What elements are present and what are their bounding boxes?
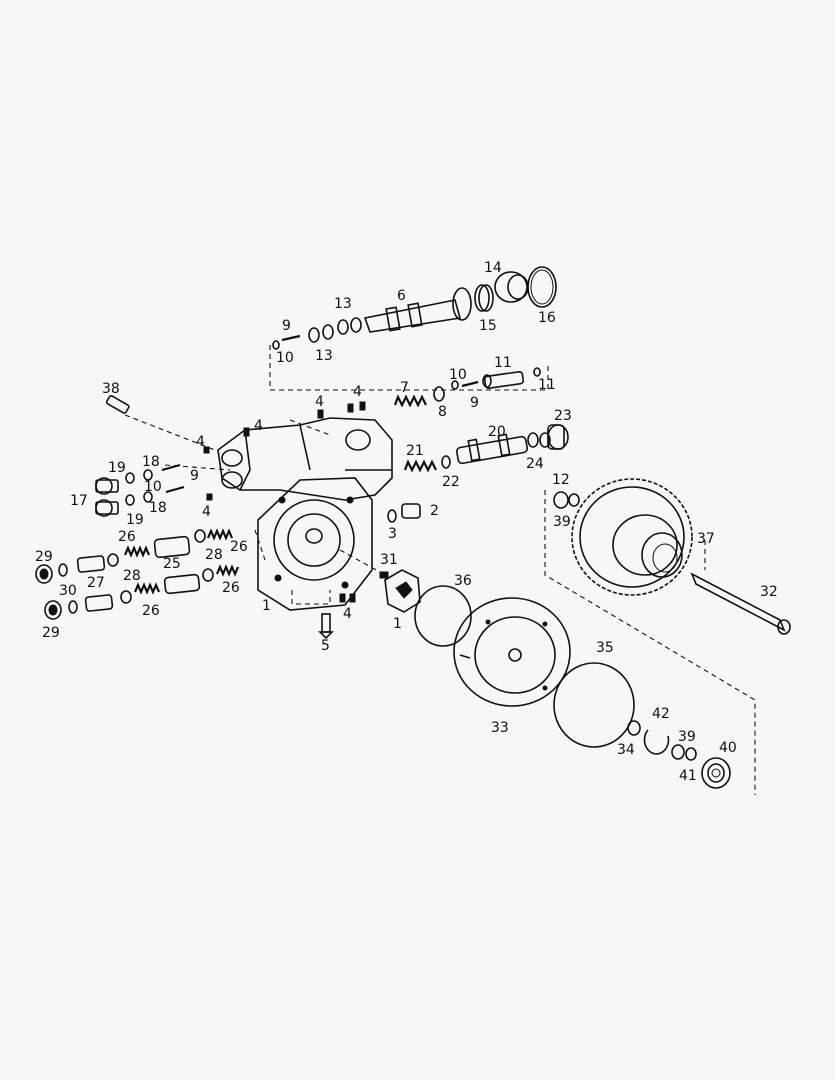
callout-14: 14 — [484, 260, 502, 276]
seal-36 — [414, 585, 472, 647]
cover-plate — [453, 597, 571, 707]
bearing — [701, 757, 731, 789]
callout-21: 21 — [406, 443, 424, 459]
callout-24: 24 — [526, 456, 544, 472]
callout-39-a: 39 — [553, 514, 571, 530]
callout-11-a: 11 — [494, 355, 512, 371]
callout-19-a: 19 — [108, 460, 126, 476]
callout-13-b: 13 — [315, 348, 333, 364]
callout-18-a: 18 — [142, 454, 160, 470]
callout-18-b: 18 — [149, 500, 167, 516]
callout-4-d: 4 — [196, 434, 205, 450]
callout-33: 33 — [491, 720, 509, 736]
springs — [123, 334, 479, 595]
callout-37: 37 — [697, 531, 715, 547]
fasteners — [203, 401, 389, 603]
callout-4-b: 4 — [353, 384, 362, 400]
callout-11-b: 11 — [538, 377, 556, 393]
callout-16: 16 — [538, 310, 556, 326]
callout-9-b: 9 — [470, 395, 479, 411]
pump-rotor — [384, 569, 421, 613]
callout-9-c: 9 — [190, 468, 199, 484]
callout-26-a: 26 — [118, 529, 136, 545]
flange-plate — [257, 477, 373, 611]
callout-1-rotor: 1 — [393, 616, 402, 632]
callout-10-a: 10 — [276, 350, 294, 366]
callout-20: 20 — [488, 424, 506, 440]
callout-30: 30 — [59, 583, 77, 599]
callout-41: 41 — [679, 768, 697, 784]
callout-3: 3 — [388, 526, 397, 542]
pump-housing — [217, 417, 393, 501]
callout-29-b: 29 — [42, 625, 60, 641]
callout-4-c: 4 — [254, 418, 263, 434]
callout-23: 23 — [554, 408, 572, 424]
callout-1: 1 — [262, 598, 271, 614]
callout-6: 6 — [397, 288, 406, 304]
callout-17: 17 — [70, 493, 88, 509]
callout-42: 42 — [652, 706, 670, 722]
callout-4-f: 4 — [343, 606, 352, 622]
callout-4-e: 4 — [202, 504, 211, 520]
callout-31: 31 — [380, 552, 398, 568]
o-rings — [58, 284, 697, 761]
callout-19-b: 19 — [126, 512, 144, 528]
callout-9-a: 9 — [282, 318, 291, 334]
callout-40: 40 — [719, 740, 737, 756]
callout-36: 36 — [454, 573, 472, 589]
callout-38: 38 — [102, 381, 120, 397]
callout-10-b: 10 — [449, 367, 467, 383]
callout-15: 15 — [479, 318, 497, 334]
callout-28-a: 28 — [205, 547, 223, 563]
seal-35 — [553, 662, 635, 748]
callout-32: 32 — [760, 584, 778, 600]
callout-12: 12 — [552, 472, 570, 488]
drive-shaft — [690, 572, 791, 635]
callout-5: 5 — [321, 638, 330, 654]
callout-26-c: 26 — [222, 580, 240, 596]
callout-7: 7 — [400, 380, 409, 396]
leader-lines — [124, 345, 756, 795]
end-cap — [494, 266, 557, 308]
callout-8: 8 — [438, 404, 447, 420]
callout-labels: 1 1 2 3 4 4 4 4 4 4 5 6 7 8 9 9 9 10 10 … — [35, 260, 778, 784]
callout-25: 25 — [163, 556, 181, 572]
callout-13-a: 13 — [334, 296, 352, 312]
callout-10-c: 10 — [144, 479, 162, 495]
callout-26-d: 26 — [142, 603, 160, 619]
snap-ring — [643, 729, 670, 755]
callout-2: 2 — [430, 503, 439, 519]
spool-valve — [363, 284, 490, 333]
callout-29-a: 29 — [35, 549, 53, 565]
callout-26-b: 26 — [230, 539, 248, 555]
callout-35: 35 — [596, 640, 614, 656]
callout-39-b: 39 — [678, 729, 696, 745]
callout-22: 22 — [442, 474, 460, 490]
plugs — [35, 371, 569, 640]
driven-gear — [571, 478, 693, 596]
callout-27: 27 — [87, 575, 105, 591]
callout-28-b: 28 — [123, 568, 141, 584]
callout-4-a: 4 — [315, 394, 324, 410]
callout-34: 34 — [617, 742, 635, 758]
